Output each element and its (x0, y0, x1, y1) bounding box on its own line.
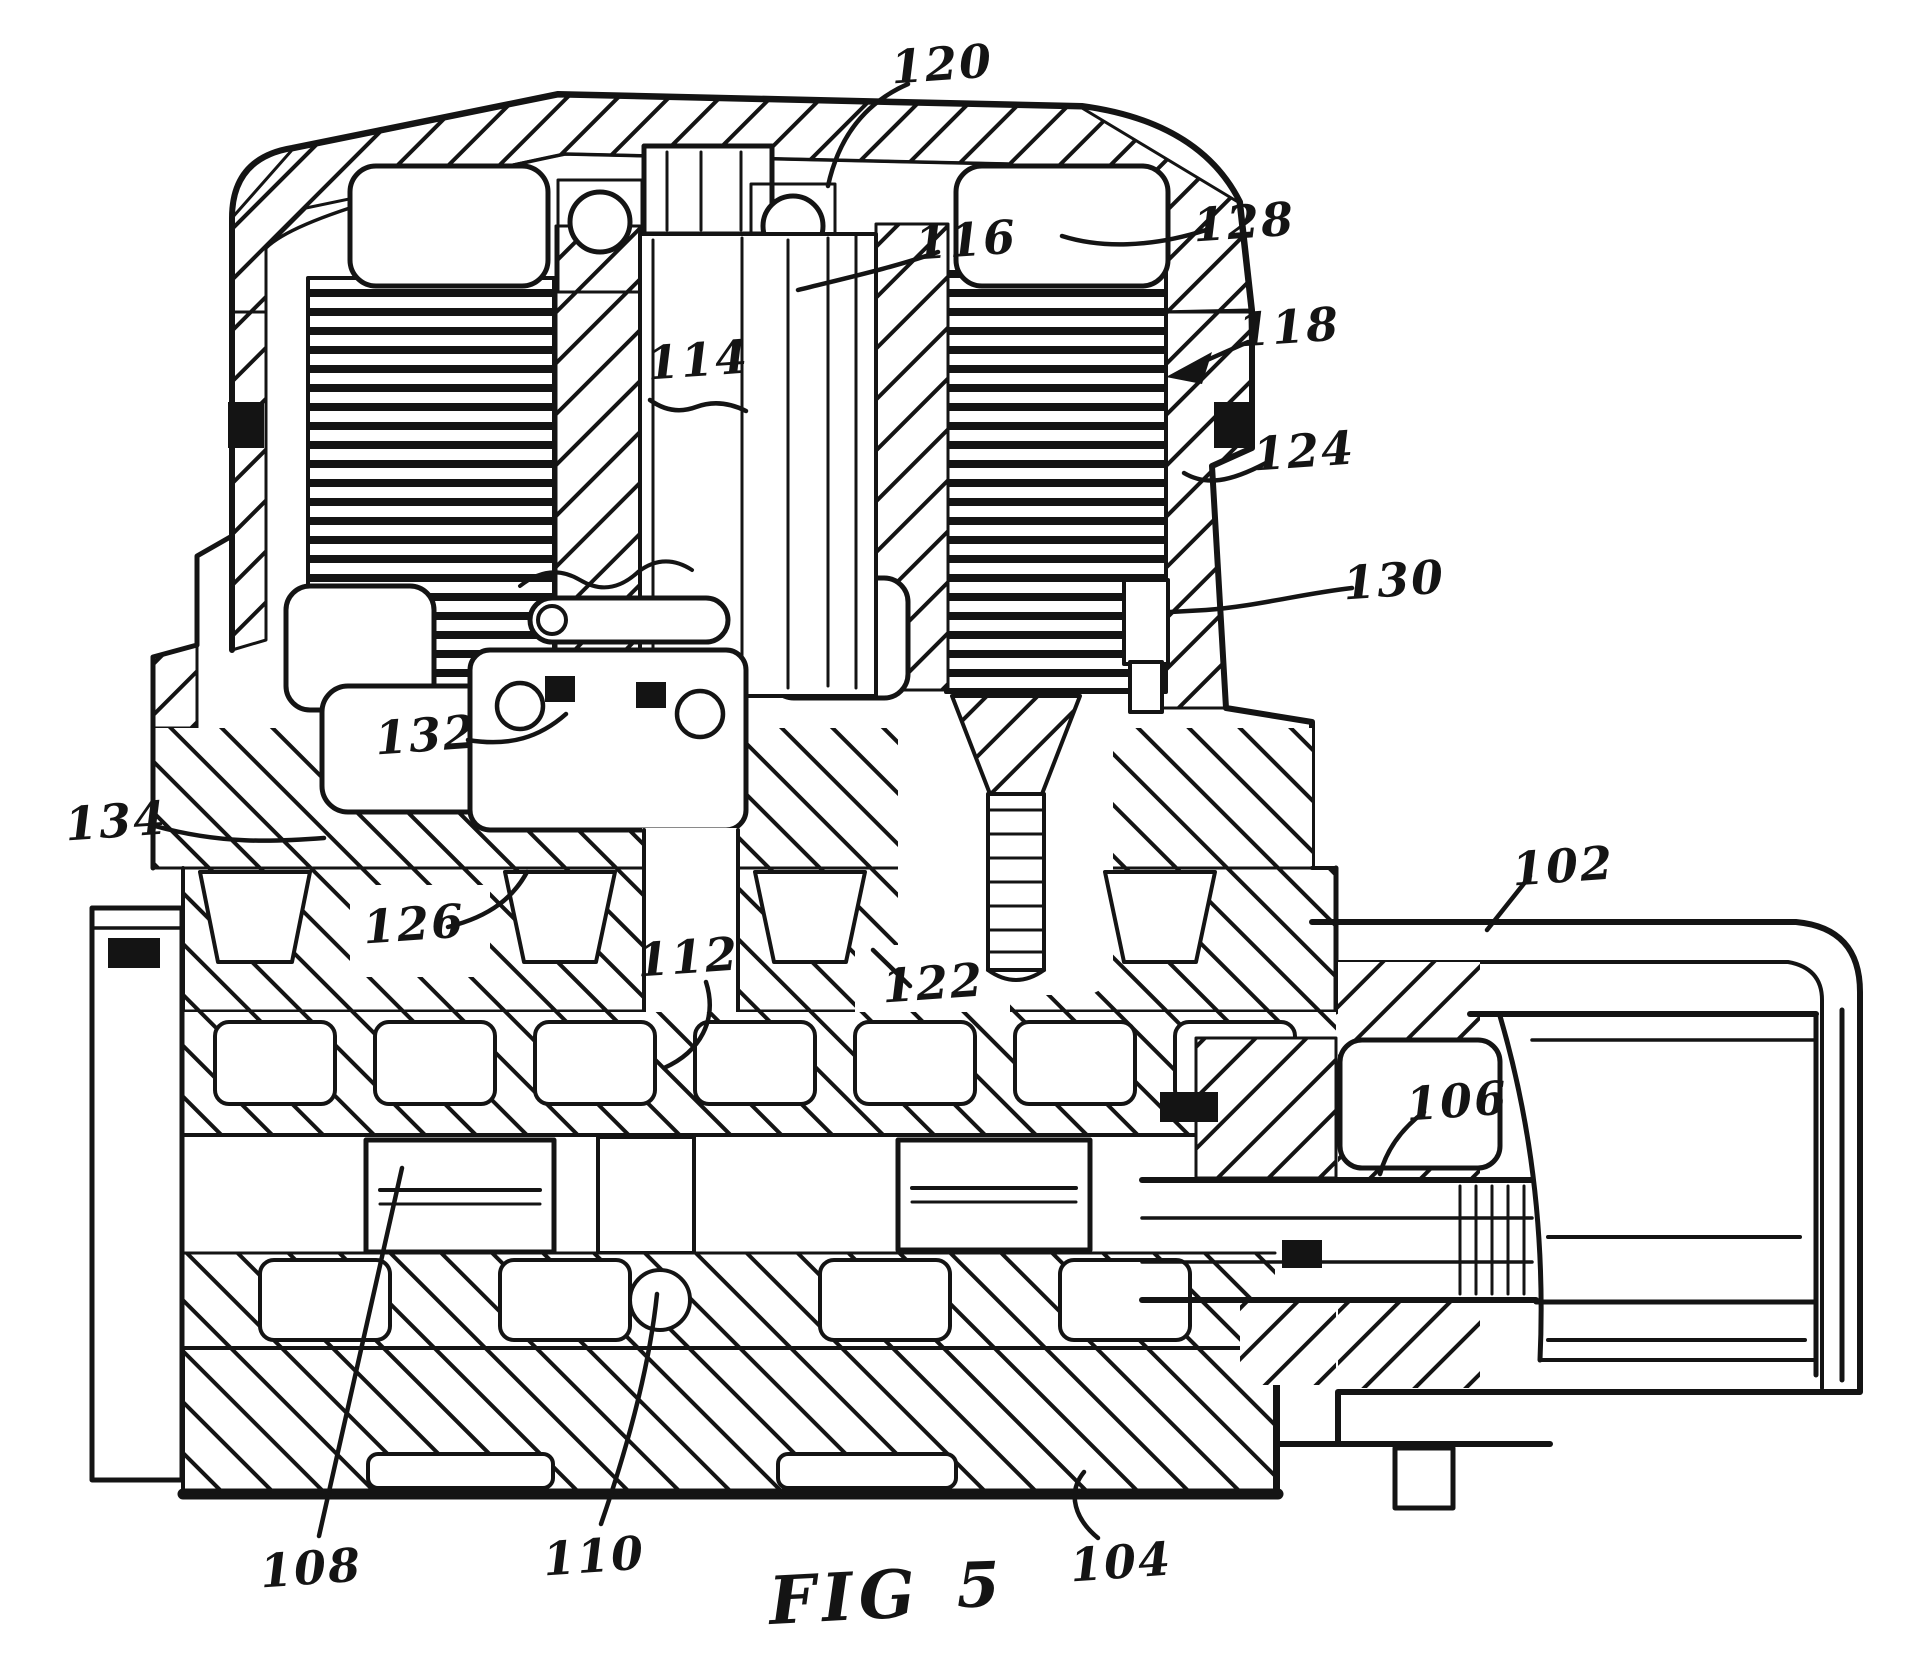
leader-106 (1377, 1109, 1427, 1177)
part-label-108: 108 (258, 1537, 364, 1599)
leader-116 (795, 249, 941, 293)
leader-126 (445, 869, 530, 930)
leader-120 (825, 81, 911, 189)
part-label-114: 114 (645, 329, 751, 391)
gear-right (895, 1137, 1093, 1253)
label-leader-lines (152, 81, 1533, 1541)
motor-housing-upper (150, 91, 1315, 925)
underline-114 (647, 397, 749, 414)
lower-bearing-ball-left (494, 680, 546, 732)
upper-bearing-ball-left (567, 189, 633, 255)
part-label-132: 132 (373, 704, 479, 766)
base-plate (177, 1346, 1553, 1511)
part-label-122: 122 (880, 952, 986, 1014)
leader-112 (661, 979, 712, 1071)
part-label-128: 128 (1191, 191, 1297, 253)
arrowhead-118 (1166, 352, 1212, 384)
part-label-134: 134 (63, 790, 169, 852)
brush-part-130 (1122, 578, 1170, 666)
part-label-124: 124 (1251, 420, 1357, 482)
lower-bearing-ball-right (674, 688, 726, 740)
part-label-102: 102 (1510, 835, 1616, 897)
part-label-112: 112 (635, 926, 741, 988)
leader-104 (1072, 1469, 1101, 1541)
output-housing (1139, 919, 1863, 1447)
part-label-106: 106 (1404, 1070, 1510, 1132)
leader-108 (316, 1165, 405, 1539)
part-label-116: 116 (913, 209, 1019, 271)
part-label-126: 126 (361, 893, 467, 955)
part-label-104: 104 (1068, 1531, 1174, 1593)
o-ring-seal-left (228, 402, 264, 448)
rotor-armature (518, 143, 878, 698)
part-label-130: 130 (1341, 549, 1447, 611)
leader-122 (870, 947, 913, 989)
left-mounting-plate (89, 905, 185, 1483)
leader-132 (465, 711, 569, 745)
leader-110 (598, 1291, 660, 1527)
o-ring-seal-right (1214, 402, 1252, 448)
part-label-110: 110 (541, 1525, 647, 1587)
middle-end-plate (150, 647, 1339, 1030)
leader-134 (152, 823, 327, 843)
leader-102 (1484, 873, 1533, 933)
armature-pin (527, 595, 731, 645)
leader-130 (1167, 585, 1355, 615)
leader-128 (1059, 227, 1209, 247)
part-label-118: 118 (1236, 296, 1342, 358)
figure-caption: FIG (767, 1554, 923, 1640)
mounting-foot (1392, 1445, 1456, 1511)
part-label-120: 120 (889, 33, 995, 95)
leader-124 (1181, 460, 1269, 483)
figure-number: 5 (955, 1547, 1001, 1623)
bearing-window-106 (1337, 1037, 1503, 1171)
idler-shaft-column (596, 1135, 696, 1255)
